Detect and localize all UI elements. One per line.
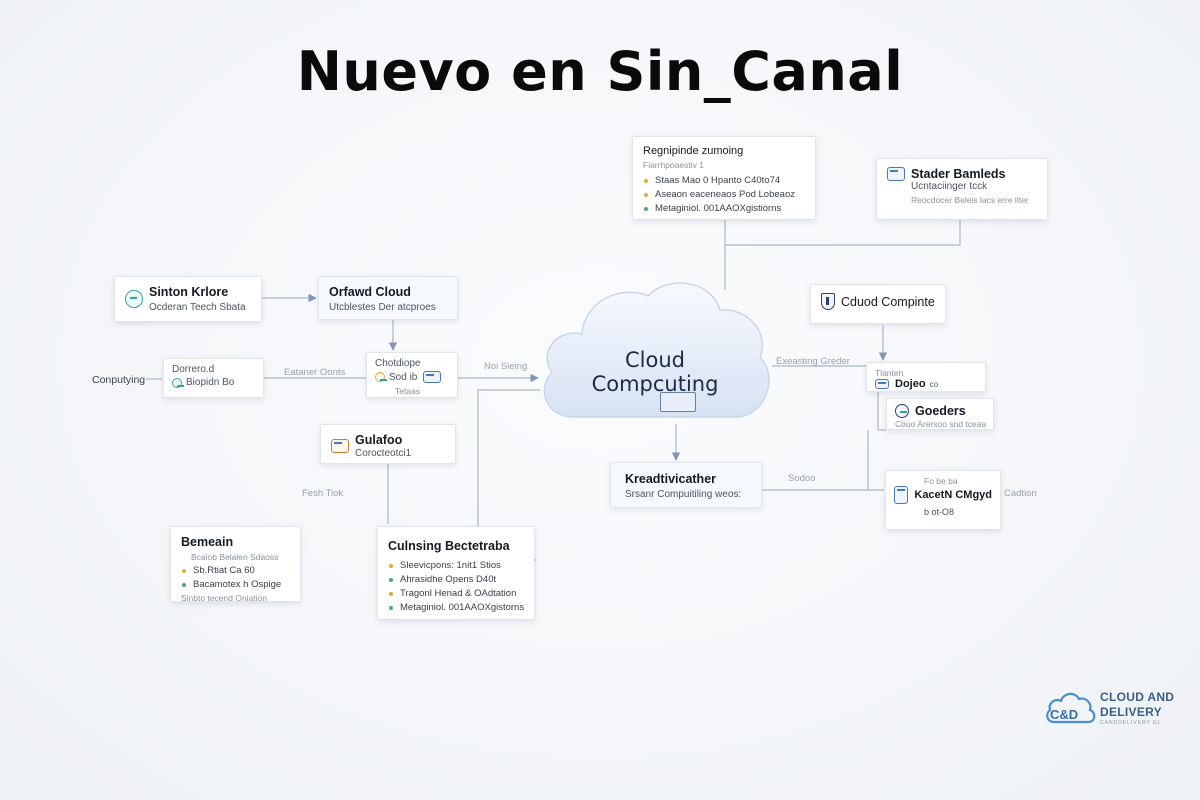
node-caption: Reocdocer Beleis lacs erre liter bbox=[911, 195, 1029, 205]
node-gulafoo[interactable]: Gulafoo Corocteotci1 bbox=[320, 424, 456, 464]
logo-line3: CANDDELIVERY EL bbox=[1100, 720, 1162, 726]
monitor-icon bbox=[660, 392, 696, 412]
node-stader[interactable]: Stader Bamleds Ucntaciinger tcck Reocdoc… bbox=[876, 158, 1048, 220]
connector-label: Cadtion bbox=[1004, 488, 1037, 499]
side-label: Conputying bbox=[92, 374, 146, 386]
shield-icon bbox=[821, 293, 835, 310]
node-caption: co bbox=[929, 379, 939, 389]
node-title: KacetN CMgyd bbox=[914, 489, 992, 501]
node-subtitle: Srsanr Compuitiling weos: bbox=[625, 489, 742, 500]
node-subtitle: Tlanten bbox=[875, 368, 904, 378]
cluster-icon bbox=[895, 404, 909, 418]
connector-label: Fesh Tiok bbox=[302, 488, 344, 499]
node-subtitle: Biopidn Bo bbox=[186, 377, 235, 388]
diagram-title: Nuevo en Sin_Canal bbox=[296, 40, 904, 103]
cloud-label-line1: Cloud bbox=[625, 348, 685, 372]
node-title: Orfawd Cloud bbox=[329, 285, 411, 299]
gear-icon bbox=[172, 377, 184, 388]
list-item: Aseaon eaceneaos Pod Lobeaoz bbox=[643, 189, 805, 200]
node-kreadtivicather[interactable]: Kreadtivicather Srsanr Compuitiling weos… bbox=[610, 462, 762, 508]
node-orfawd[interactable]: Orfawd Cloud Utcblestes Der atcproes bbox=[318, 276, 458, 320]
server-icon bbox=[875, 379, 889, 389]
node-title: Chotdiope bbox=[375, 358, 421, 369]
list-item: Metaginiol. 001AAOXgistorns bbox=[388, 602, 524, 613]
list-item: Tragonl Henad & OAdtation bbox=[388, 588, 524, 599]
browser-icon bbox=[894, 486, 909, 504]
connector-label: Sodoo bbox=[788, 473, 816, 484]
link-kacet bbox=[867, 430, 884, 491]
node-title: Dorrero.d bbox=[172, 364, 215, 375]
list-item: Ahrasidhe Opens D40t bbox=[388, 574, 524, 585]
node-title: Kreadtivicather bbox=[625, 472, 717, 486]
node-subtitle: Sod ib bbox=[389, 371, 418, 383]
list-item: Bacamotex h Ospige bbox=[181, 579, 290, 590]
cloud-logo-icon: C&D bbox=[1046, 692, 1096, 724]
node-culnsing[interactable]: Culnsing Bectetraba Sleevicpons: 1nit1 S… bbox=[377, 526, 535, 620]
node-caption: Tetaas bbox=[395, 386, 421, 396]
logo-line1: CLOUD AND bbox=[1100, 690, 1175, 704]
brand-logo: C&D CLOUD AND DELIVERY CANDDELIVERY EL bbox=[1044, 686, 1184, 732]
link-top-right bbox=[725, 220, 961, 246]
node-regnipinde[interactable]: Regnipinde zumoing Fiarrhpoaestiv 1 Staa… bbox=[632, 136, 816, 220]
logo-line2: DELIVERY bbox=[1100, 705, 1162, 719]
node-chotdiope[interactable]: Chotdiope Sod ib Tetaas bbox=[366, 352, 458, 398]
node-cduod[interactable]: Cduod Compinte bbox=[810, 284, 946, 324]
network-icon bbox=[125, 290, 143, 308]
node-kacet[interactable]: Fo be ba KacetN CMgyd b ot-O8 bbox=[885, 470, 1001, 530]
list-item: Metaginiol. 001AAOXgistiorns bbox=[643, 203, 805, 214]
node-title: Gulafoo bbox=[355, 433, 403, 447]
node-subtitle: Bcaiob Belaien Sdaoss bbox=[191, 552, 279, 562]
node-subtitle: Utcblestes Der atcproes bbox=[329, 302, 436, 313]
connector-label: Exeasting Greder bbox=[776, 356, 850, 367]
node-title: Sinton Krlore bbox=[149, 285, 229, 299]
cloud-label: Cloud Compcuting bbox=[560, 348, 750, 396]
node-title: Goeders bbox=[915, 404, 966, 418]
node-caption: b ot-O8 bbox=[924, 507, 955, 517]
node-title: Stader Bamleds bbox=[911, 167, 1006, 181]
connector-label: Noi Sieing bbox=[484, 361, 528, 372]
logo-mark-text: C&D bbox=[1050, 707, 1078, 722]
node-subtitle: Cbuo Arersoo snd tceaa bbox=[895, 419, 987, 429]
node-dorrero[interactable]: Dorrero.d Biopidn Bo bbox=[163, 358, 264, 398]
node-subtitle: Ocderan Teech Sbata bbox=[149, 302, 246, 313]
stack-icon bbox=[331, 439, 349, 453]
node-bemeain[interactable]: Bemeain Bcaiob Belaien Sdaoss Sb.Rtiat C… bbox=[170, 526, 301, 602]
list-item: Staas Mao 0 Hpanto C40to74 bbox=[643, 175, 805, 186]
node-title: Dojeo bbox=[895, 378, 926, 390]
node-subtitle: Fo be ba bbox=[924, 476, 958, 486]
node-title: Culnsing Bectetraba bbox=[388, 539, 510, 553]
node-title: Bemeain bbox=[181, 535, 234, 549]
device-icon bbox=[423, 371, 442, 383]
node-subtitle: Corocteotci1 bbox=[355, 448, 412, 459]
node-title: Cduod Compinte bbox=[841, 294, 935, 309]
node-caption: Sinbto tecend Oniation bbox=[181, 593, 268, 602]
cloud-label-line2: Compcuting bbox=[591, 372, 719, 396]
window-icon bbox=[887, 167, 905, 181]
connector-label: Eataner Oonts bbox=[284, 367, 346, 378]
node-sinton[interactable]: Sinton Krlore Ocderan Teech Sbata bbox=[114, 276, 262, 322]
cloud-shape bbox=[543, 282, 770, 418]
node-goeders[interactable]: Goeders Cbuo Arersoo snd tceaa bbox=[886, 398, 994, 430]
node-subtitle: Ucntaciinger tcck bbox=[911, 181, 988, 192]
node-subtitle: Fiarrhpoaestiv 1 bbox=[643, 160, 704, 170]
list-item: Sb.Rtiat Ca 60 bbox=[181, 565, 290, 576]
list-item: Sleevicpons: 1nit1 Stios bbox=[388, 560, 524, 571]
sun-icon bbox=[375, 372, 387, 382]
node-title: Regnipinde zumoing bbox=[643, 145, 744, 157]
node-dojeo[interactable]: Tlanten Dojeo co bbox=[866, 362, 986, 392]
